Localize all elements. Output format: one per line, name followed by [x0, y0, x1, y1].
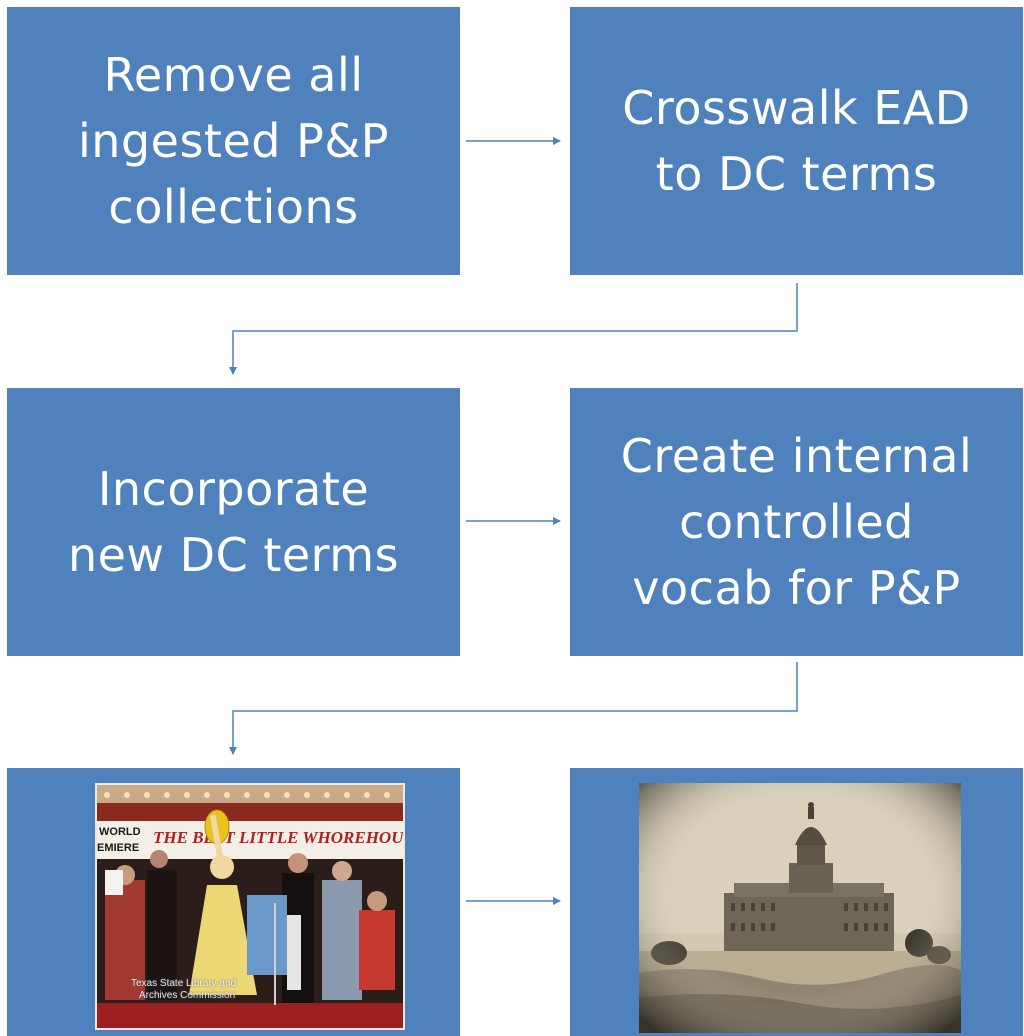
photo-credit: Texas State Library and Archives Commiss… — [131, 978, 237, 1001]
step-label: Incorporate new DC terms — [67, 462, 400, 582]
step-label: Remove all ingested P&P collections — [78, 48, 389, 234]
premiere-photo: WORLD EMIERE THE BEST LITTLE WHOREHOUS — [95, 783, 405, 1030]
marquee-left-text-2: EMIERE — [97, 842, 139, 854]
elbow-connector-row1-to-row2 — [229, 283, 798, 375]
marquee-title: THE BEST LITTLE WHOREHOUS — [153, 828, 403, 847]
step-remove-collections: Remove all ingested P&P collections — [7, 7, 460, 275]
marquee-left-text: WORLD — [99, 826, 141, 838]
step-label: Crosswalk EAD to DC terms — [622, 81, 971, 201]
step-label: Create internal controlled vocab for P&P — [620, 429, 973, 615]
step-incorporate-dc-terms: Incorporate new DC terms — [7, 388, 460, 656]
capitol-building-photo — [639, 783, 961, 1033]
step-image-premiere: WORLD EMIERE THE BEST LITTLE WHOREHOUS — [7, 768, 460, 1036]
step-controlled-vocab: Create internal controlled vocab for P&P — [570, 388, 1023, 656]
step-crosswalk-ead: Crosswalk EAD to DC terms — [570, 7, 1023, 275]
step-image-capitol — [570, 768, 1023, 1036]
elbow-connector-row2-to-row3 — [229, 662, 798, 755]
